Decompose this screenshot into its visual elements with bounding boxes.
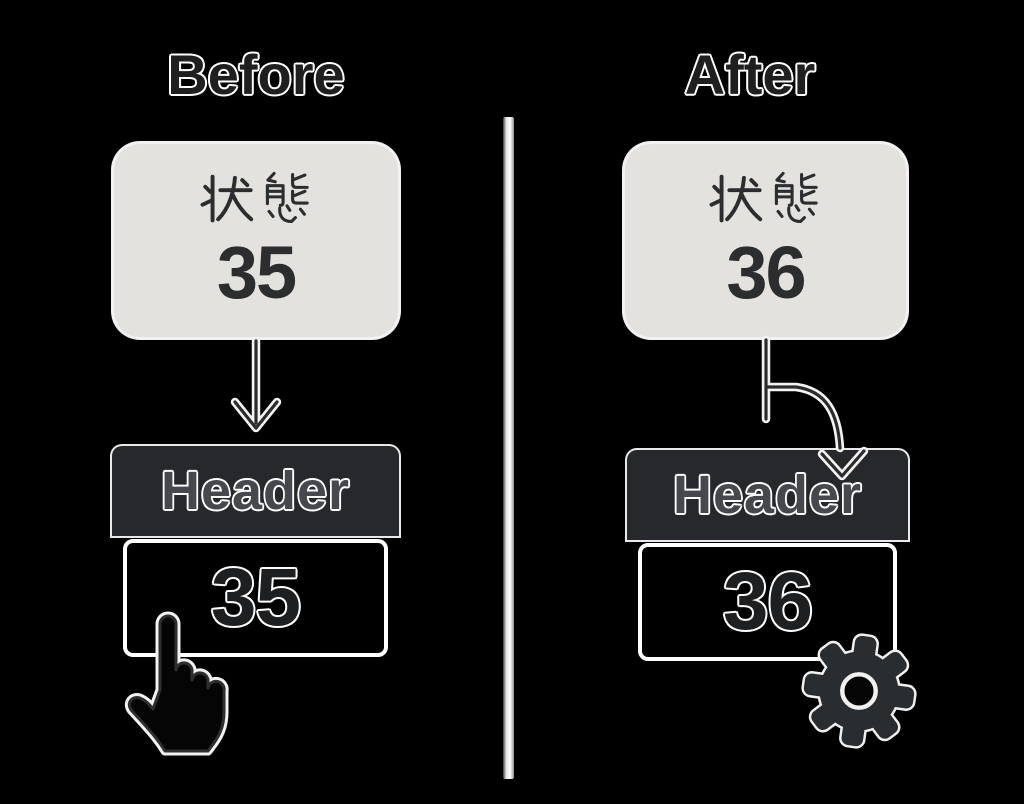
state-label-kanji-graphic: 状態	[707, 170, 824, 226]
card-body-cell: 36	[638, 543, 897, 661]
card-header: Header	[112, 446, 399, 536]
card-body-cell: 35	[123, 539, 388, 657]
vertical-divider	[503, 117, 514, 779]
kanji-jou-glyph	[200, 174, 253, 223]
kanji-jou-glyph	[709, 174, 763, 223]
down-arrow-icon	[230, 336, 282, 433]
hand-pointer-icon	[124, 611, 229, 756]
after-title: After	[684, 43, 816, 106]
state-value-after: 36	[726, 231, 806, 314]
table-card-after: Header 36	[627, 450, 908, 661]
before-title: Before	[167, 43, 345, 106]
kanji-tai-glyph	[265, 171, 309, 224]
state-label-kanji-graphic: 状態	[198, 170, 315, 226]
table-card-before: Header 35	[112, 446, 399, 660]
state-value-before: 35	[216, 231, 297, 314]
cell-value: 35	[210, 552, 301, 643]
cell-value: 36	[722, 556, 813, 647]
kanji-tai-glyph	[774, 171, 818, 224]
state-box-before: 状態 35	[114, 144, 398, 337]
card-header: Header	[627, 450, 908, 540]
card-header-label: Header	[672, 465, 863, 525]
card-header-label: Header	[160, 461, 351, 521]
gear-icon	[801, 633, 917, 749]
state-box-after: 状態 36	[625, 144, 906, 337]
